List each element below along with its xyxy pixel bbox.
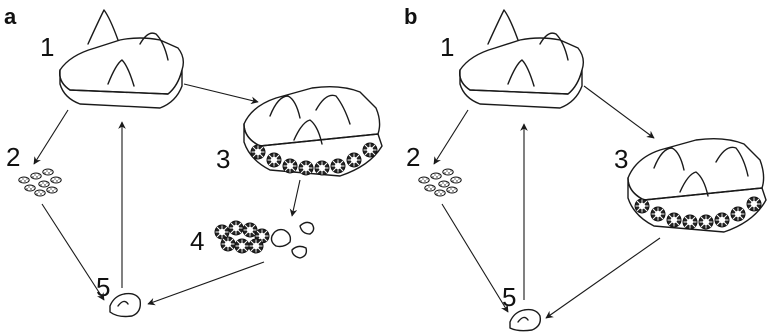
stage-label-b3: 3	[614, 144, 628, 174]
stage-b1-thallus	[460, 10, 584, 108]
arrow-a1-to-a2	[34, 110, 68, 164]
arrow-b1-to-b2	[434, 110, 468, 164]
stage-label-a5: 5	[96, 272, 110, 302]
arrow-a4-to-a5	[148, 262, 264, 304]
stage-label-a3: 3	[216, 144, 230, 174]
stage-b2-particles	[419, 169, 461, 196]
stage-label-a4: 4	[190, 226, 204, 256]
arrow-a3-to-a4	[292, 180, 300, 216]
panel-a: a 1 2	[4, 4, 382, 317]
stage-b5-germling	[510, 310, 540, 331]
stage-a1-thallus	[60, 10, 184, 108]
stage-label-a1: 1	[40, 32, 54, 62]
panel-letter-a: a	[4, 4, 17, 29]
arrow-b1-to-b3	[584, 86, 654, 138]
stage-a2-particles	[19, 169, 61, 196]
arrow-a1-to-a3	[184, 84, 258, 102]
stage-label-b1: 1	[440, 32, 454, 62]
arrow-a2-to-a5	[42, 204, 104, 300]
stage-label-b2: 2	[406, 142, 420, 172]
arrow-b3-to-b5	[546, 238, 660, 318]
arrow-b2-to-b5	[442, 204, 508, 312]
stage-a5-germling	[110, 294, 140, 317]
panel-b: b 1 2	[404, 4, 766, 331]
panel-letter-b: b	[404, 4, 417, 29]
stage-b3-thallus-with-spores	[628, 139, 766, 232]
stage-label-b5: 5	[502, 282, 516, 312]
stage-a4-spore-clump	[215, 221, 314, 258]
stage-a3-thallus-with-spores	[244, 87, 382, 176]
stage-label-a2: 2	[6, 142, 20, 172]
